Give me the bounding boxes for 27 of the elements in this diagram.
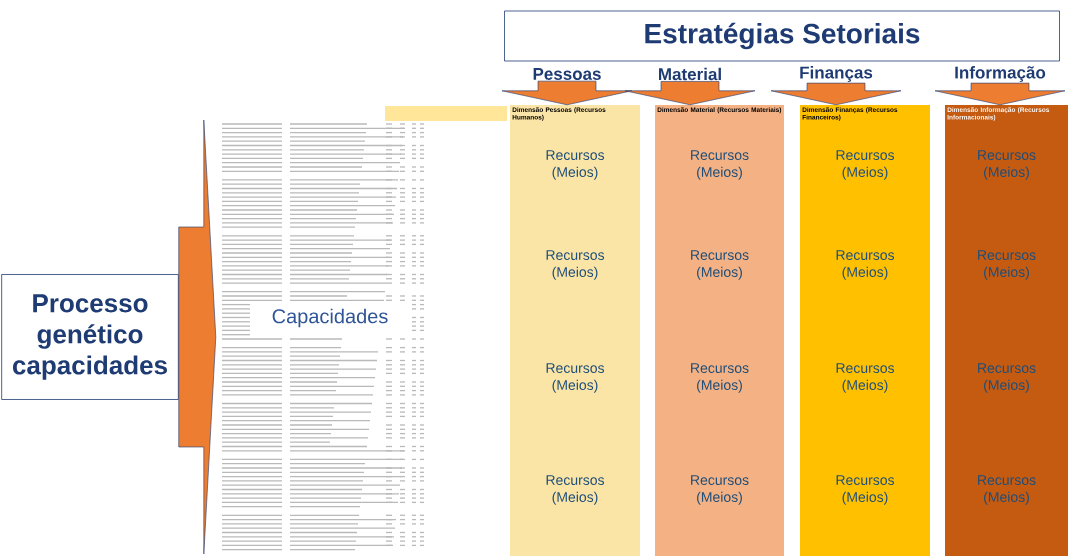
resource-label: Recursos (Meios) <box>546 150 605 180</box>
resource-label: Recursos (Meios) <box>546 475 605 505</box>
resource-label: Recursos (Meios) <box>546 250 605 280</box>
resource-label: Recursos (Meios) <box>978 363 1036 393</box>
block-arrow <box>770 82 902 106</box>
resource-label: Recursos (Meios) <box>691 363 749 393</box>
title-box: Estratégias Setoriais <box>504 10 1060 62</box>
resource-label: Recursos (Meios) <box>691 475 749 505</box>
block-arrow <box>178 119 217 555</box>
resource-label: Recursos (Meios) <box>691 250 749 280</box>
resource-label: Recursos (Meios) <box>836 475 895 505</box>
block-arrow <box>934 82 1066 106</box>
resource-label: Recursos (Meios) <box>836 150 895 180</box>
resource-label: Recursos (Meios) <box>978 250 1036 280</box>
process-box: Processo genético capacidades <box>1 274 179 400</box>
column-label: Informação <box>955 66 1046 82</box>
resource-label: Recursos (Meios) <box>978 475 1036 505</box>
resource-label: Recursos (Meios) <box>978 150 1036 180</box>
resource-label: Recursos (Meios) <box>836 363 895 393</box>
spreadsheet-area: Capacidades <box>272 308 388 328</box>
column-label: Material <box>659 67 721 81</box>
column-label: Pessoas <box>533 68 601 80</box>
block-arrow <box>624 81 756 106</box>
resource-label: Recursos (Meios) <box>836 250 895 280</box>
resource-label: Recursos (Meios) <box>691 150 749 180</box>
column-label: Finanças <box>800 66 873 82</box>
resource-label: Recursos (Meios) <box>546 363 605 393</box>
